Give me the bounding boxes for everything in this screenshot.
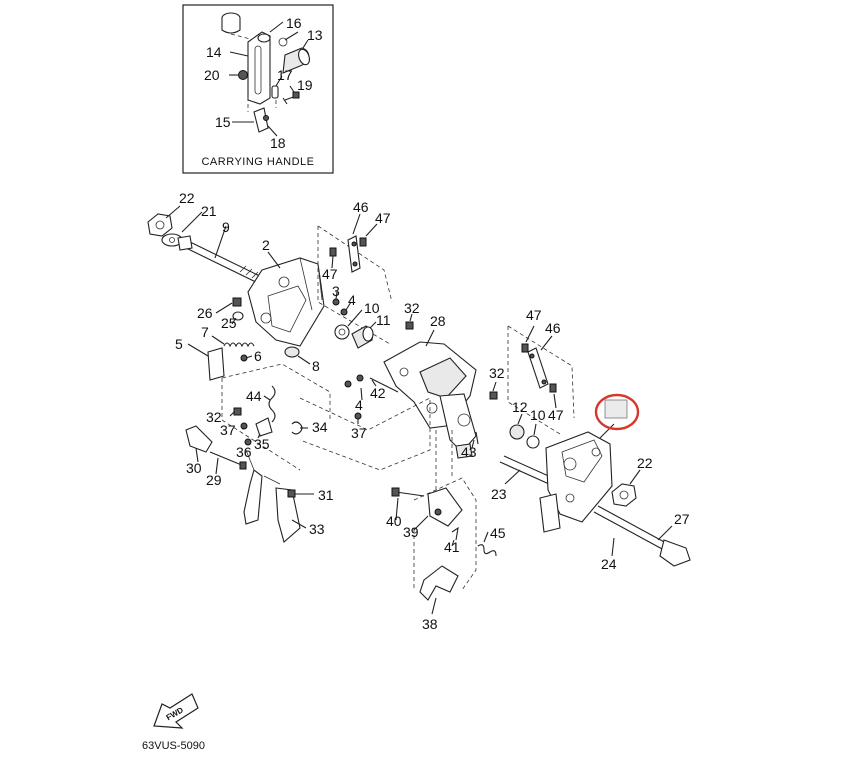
callout-4-lower: 4 [355,397,363,413]
callout-36: 36 [236,444,252,460]
callout-44: 44 [246,388,262,404]
callout-34: 34 [312,419,328,435]
callout-35: 35 [254,436,270,452]
callout-15: 15 [215,114,231,130]
callout-12: 12 [512,399,528,415]
callout-10-left: 10 [364,300,380,316]
highlight-circle [594,393,640,431]
callout-21: 21 [201,203,217,219]
fwd-arrow: FWD [153,693,199,729]
callout-6: 6 [254,348,262,364]
callout-18: 18 [270,135,286,151]
callout-26: 26 [197,305,213,321]
callout-30: 30 [186,460,202,476]
callout-31: 31 [318,487,334,503]
callout-32-right: 32 [489,365,505,381]
callout-labels: 16 13 14 20 17 19 15 18 CARRYING HANDLE … [175,15,690,632]
callout-28: 28 [430,313,446,329]
callout-47-top-left: 47 [375,210,391,226]
callout-46-left: 46 [353,199,369,215]
callout-43: 43 [461,444,477,460]
callout-8: 8 [312,358,320,374]
callout-40: 40 [386,513,402,529]
callout-3: 3 [332,283,340,299]
callout-4-upper: 4 [348,292,356,308]
callout-41: 41 [444,539,460,555]
callout-22-left: 22 [179,190,195,206]
callout-13: 13 [307,27,323,43]
callout-22-right: 22 [637,455,653,471]
carrying-handle-inset [182,4,334,174]
diagram-code: 63VUS-5090 [142,740,205,752]
callout-47-left: 47 [322,266,338,282]
inset-title: CARRYING HANDLE [201,156,314,168]
callout-25: 25 [221,315,237,331]
callout-37-left: 37 [220,422,236,438]
callout-24: 24 [601,556,617,572]
callout-19: 19 [297,77,313,93]
callout-5: 5 [175,336,183,352]
callout-20: 20 [204,67,220,83]
callout-32-lower: 32 [206,409,222,425]
callout-29: 29 [206,472,222,488]
callout-46-right: 46 [545,320,561,336]
callout-38: 38 [422,616,438,632]
callout-9: 9 [222,219,230,235]
callout-11: 11 [376,312,391,328]
callout-7: 7 [201,324,209,340]
callout-47-right: 47 [548,407,564,423]
highlight-part-1 [594,393,640,431]
callout-10-right: 10 [530,407,546,423]
callout-32-top: 32 [404,300,420,316]
callout-42: 42 [370,385,386,401]
callout-27: 27 [674,511,690,527]
callout-37-right: 37 [351,425,367,441]
callout-14: 14 [206,44,222,60]
callout-23: 23 [491,486,507,502]
callout-16: 16 [286,15,302,31]
callout-39: 39 [403,524,419,540]
callout-47-top-right: 47 [526,307,542,323]
callout-33: 33 [309,521,325,537]
callout-17: 17 [277,67,293,83]
callout-45: 45 [490,525,506,541]
callout-2: 2 [262,237,270,253]
main-assembly-drawing [147,205,691,615]
